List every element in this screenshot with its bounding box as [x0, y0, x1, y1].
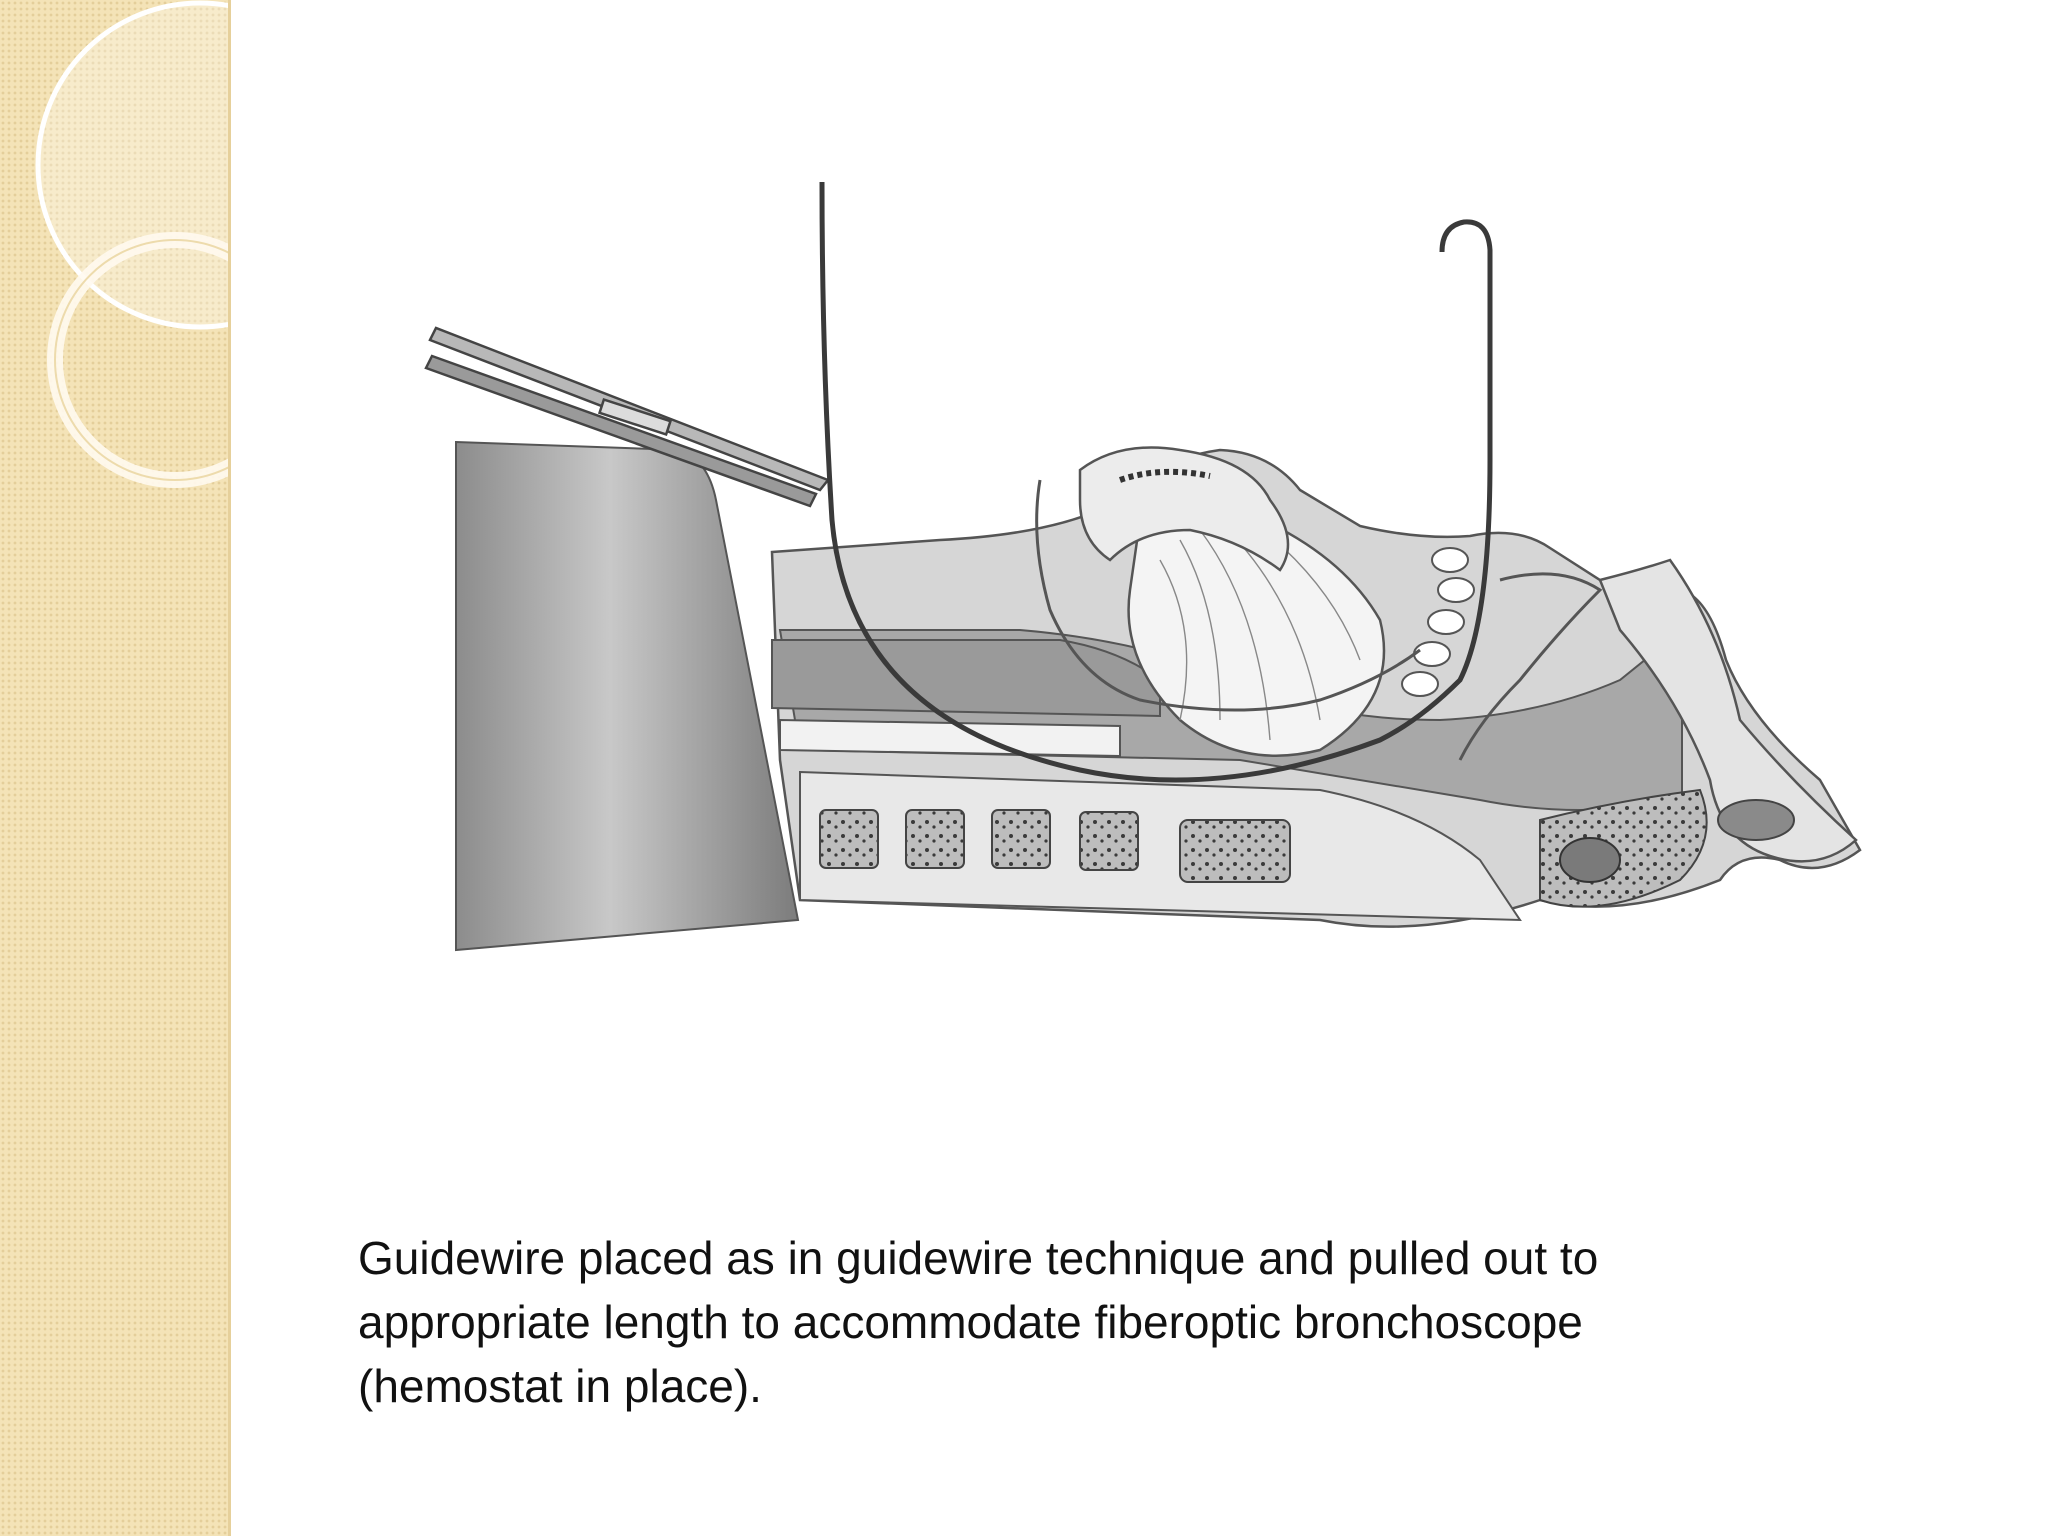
- caption: Guidewire placed as in guidewire techniq…: [358, 1226, 1918, 1418]
- guidewire-loop: [819, 181, 1493, 783]
- nose: [1598, 558, 1858, 863]
- caption-line-1: Guidewire placed as in guidewire techniq…: [358, 1232, 1599, 1284]
- teeth: [1401, 547, 1475, 697]
- sinus: [1717, 799, 1795, 841]
- esophagus: [779, 718, 1121, 758]
- decorative-side-panel: [0, 0, 231, 1536]
- neck-block: [455, 440, 800, 952]
- guidewire-inner: [1035, 479, 1421, 712]
- caption-line-2: appropriate length to accommodate fibero…: [358, 1296, 1583, 1348]
- vertebrae: [819, 809, 1291, 883]
- caption-line-3: (hemostat in place).: [358, 1360, 762, 1412]
- trachea: [771, 639, 1161, 718]
- airway-guidewire-illustration: [420, 160, 1900, 1010]
- decorative-rings: [35, 0, 228, 488]
- spine-strip: [799, 770, 1522, 922]
- sagittal-airway-diagram: [424, 181, 1862, 952]
